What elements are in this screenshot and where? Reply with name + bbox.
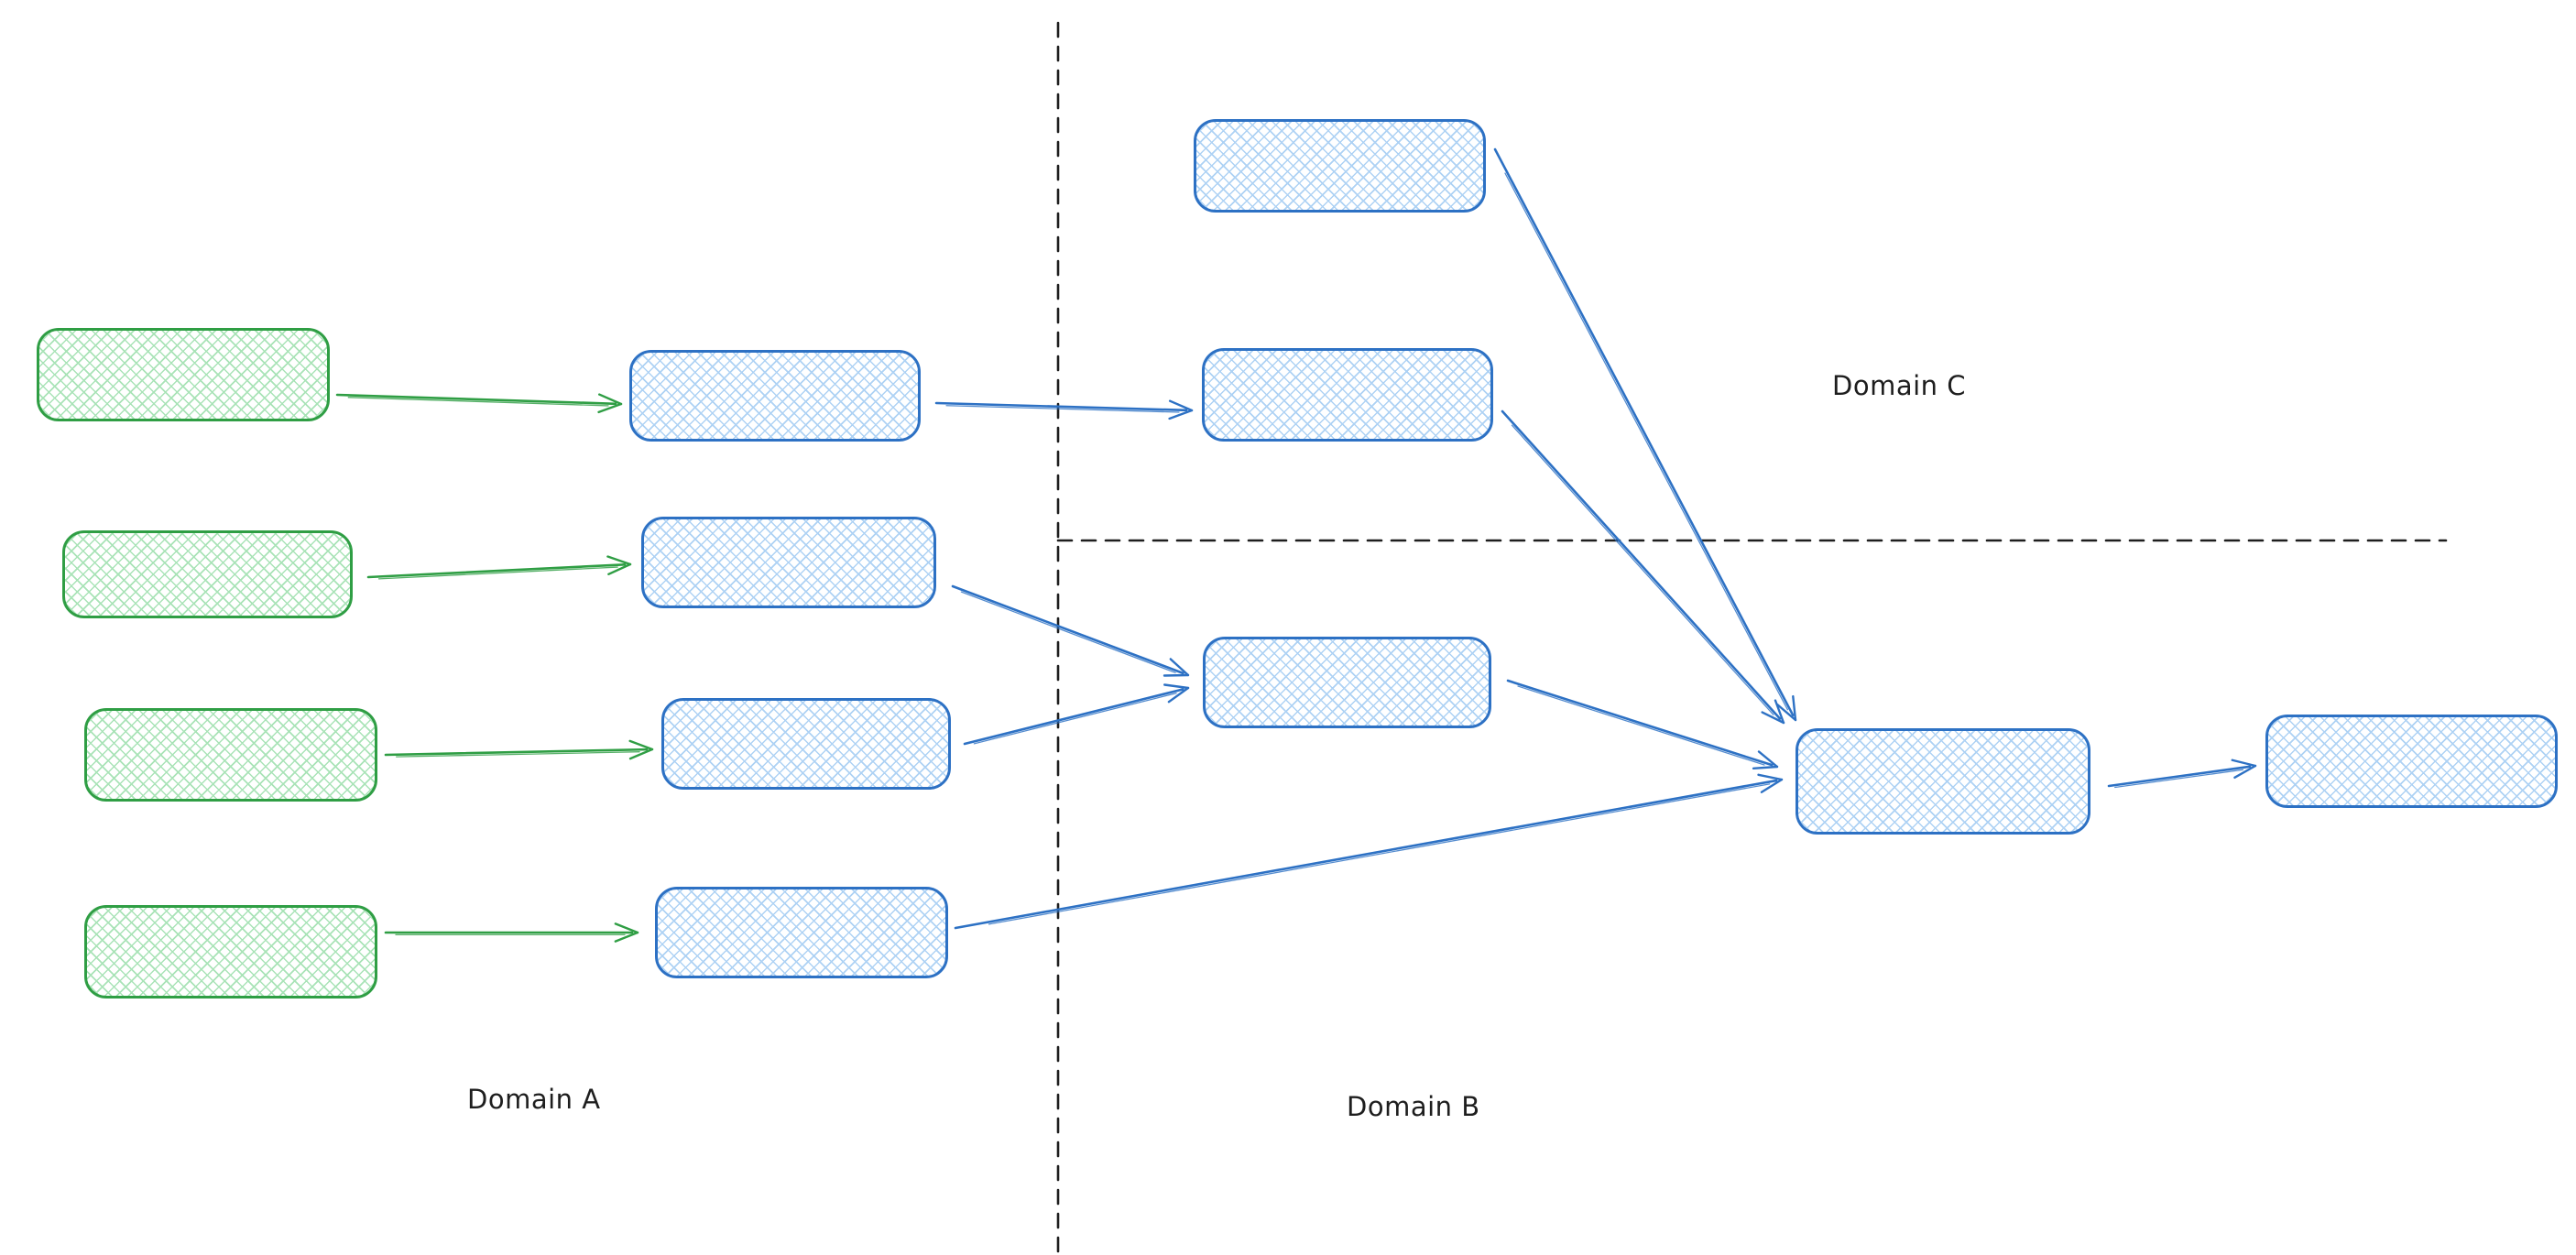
node-domain-a-stage-1 xyxy=(629,350,921,442)
node-domain-b-node-left xyxy=(1203,637,1491,728)
domain-b-label: Domain B xyxy=(1347,1091,1480,1122)
arrow-stage3-bleft xyxy=(963,683,1190,746)
node-domain-b-hub xyxy=(1796,728,2090,835)
arrow-source3-stage3 xyxy=(384,739,654,760)
node-domain-c-node-mid xyxy=(1202,348,1493,442)
domain-c-label: Domain C xyxy=(1832,370,1966,401)
arrow-cmid-hub xyxy=(1501,409,1785,725)
node-domain-a-source-1 xyxy=(37,328,330,421)
arrow-source2-stage2 xyxy=(366,555,632,580)
node-domain-a-stage-2 xyxy=(641,517,936,608)
node-domain-a-source-2 xyxy=(62,530,353,618)
domain-a-label: Domain A xyxy=(467,1084,601,1115)
node-domain-a-stage-3 xyxy=(661,698,951,790)
arrow-ctop-hub xyxy=(1493,147,1797,722)
arrow-source4-stage4 xyxy=(384,922,639,943)
node-domain-a-source-3 xyxy=(84,708,377,802)
arrow-source1-stage1 xyxy=(335,393,623,414)
arrow-stage1-cmid xyxy=(934,399,1194,420)
node-domain-c-node-top xyxy=(1194,119,1486,213)
node-domain-b-output xyxy=(2265,715,2558,808)
arrow-stage4-hub xyxy=(954,773,1784,930)
node-domain-a-stage-4 xyxy=(655,887,948,978)
node-domain-a-source-4 xyxy=(84,905,377,999)
arrow-hub-output xyxy=(2107,758,2257,789)
arrow-stage2-bleft xyxy=(951,584,1190,677)
arrow-bleft-hub xyxy=(1506,679,1779,770)
